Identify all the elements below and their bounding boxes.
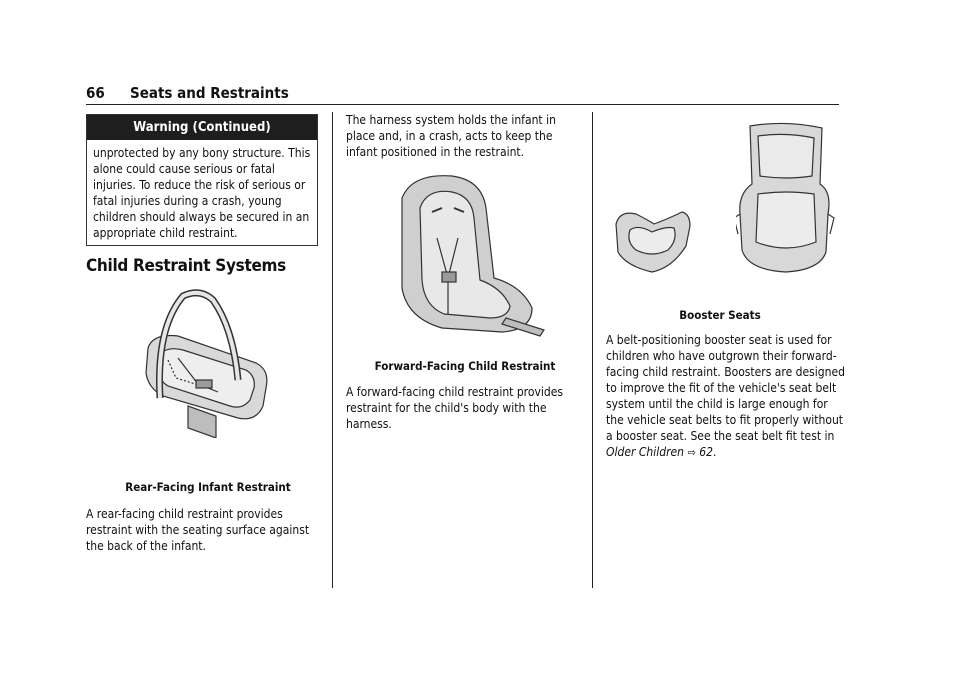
paragraph-text: A belt-positioning booster seat is used … xyxy=(606,333,845,443)
high-back-booster-seat-illustration xyxy=(736,122,835,273)
warning-text: unprotected by any bony structure. This … xyxy=(93,146,311,240)
figure-caption: Forward-Facing Child Restraint xyxy=(374,359,556,373)
forward-facing-child-seat-illustration xyxy=(401,175,545,337)
warning-box: Warning (Continued) unprotected by any b… xyxy=(86,114,318,246)
cross-reference-link[interactable]: Older Children xyxy=(606,445,685,459)
page-number: 66 xyxy=(86,84,105,102)
column-divider xyxy=(332,112,333,588)
paragraph-end: . xyxy=(712,445,717,459)
page-header: 66 Seats and Restraints xyxy=(86,84,839,105)
child-restraint-heading: Child Restraint Systems xyxy=(86,256,286,276)
column-divider xyxy=(592,112,593,588)
cross-reference-page[interactable]: 62 xyxy=(699,445,713,459)
body-paragraph: A belt-positioning booster seat is used … xyxy=(606,332,846,461)
body-paragraph: A rear-facing child restraint provides r… xyxy=(86,507,310,553)
figure-caption: Rear-Facing Infant Restraint xyxy=(125,480,291,494)
body-paragraph: The harness system holds the infant in p… xyxy=(346,113,556,159)
figure-caption: Booster Seats xyxy=(679,308,761,322)
backless-booster-seat-illustration xyxy=(615,211,691,273)
section-title: Seats and Restraints xyxy=(130,84,289,102)
page-reference-arrow-icon: ⇨ xyxy=(687,446,696,459)
warning-title: Warning (Continued) xyxy=(87,115,317,140)
body-paragraph: A forward-facing child restraint provide… xyxy=(346,385,563,431)
rear-facing-infant-seat-illustration xyxy=(145,289,268,438)
